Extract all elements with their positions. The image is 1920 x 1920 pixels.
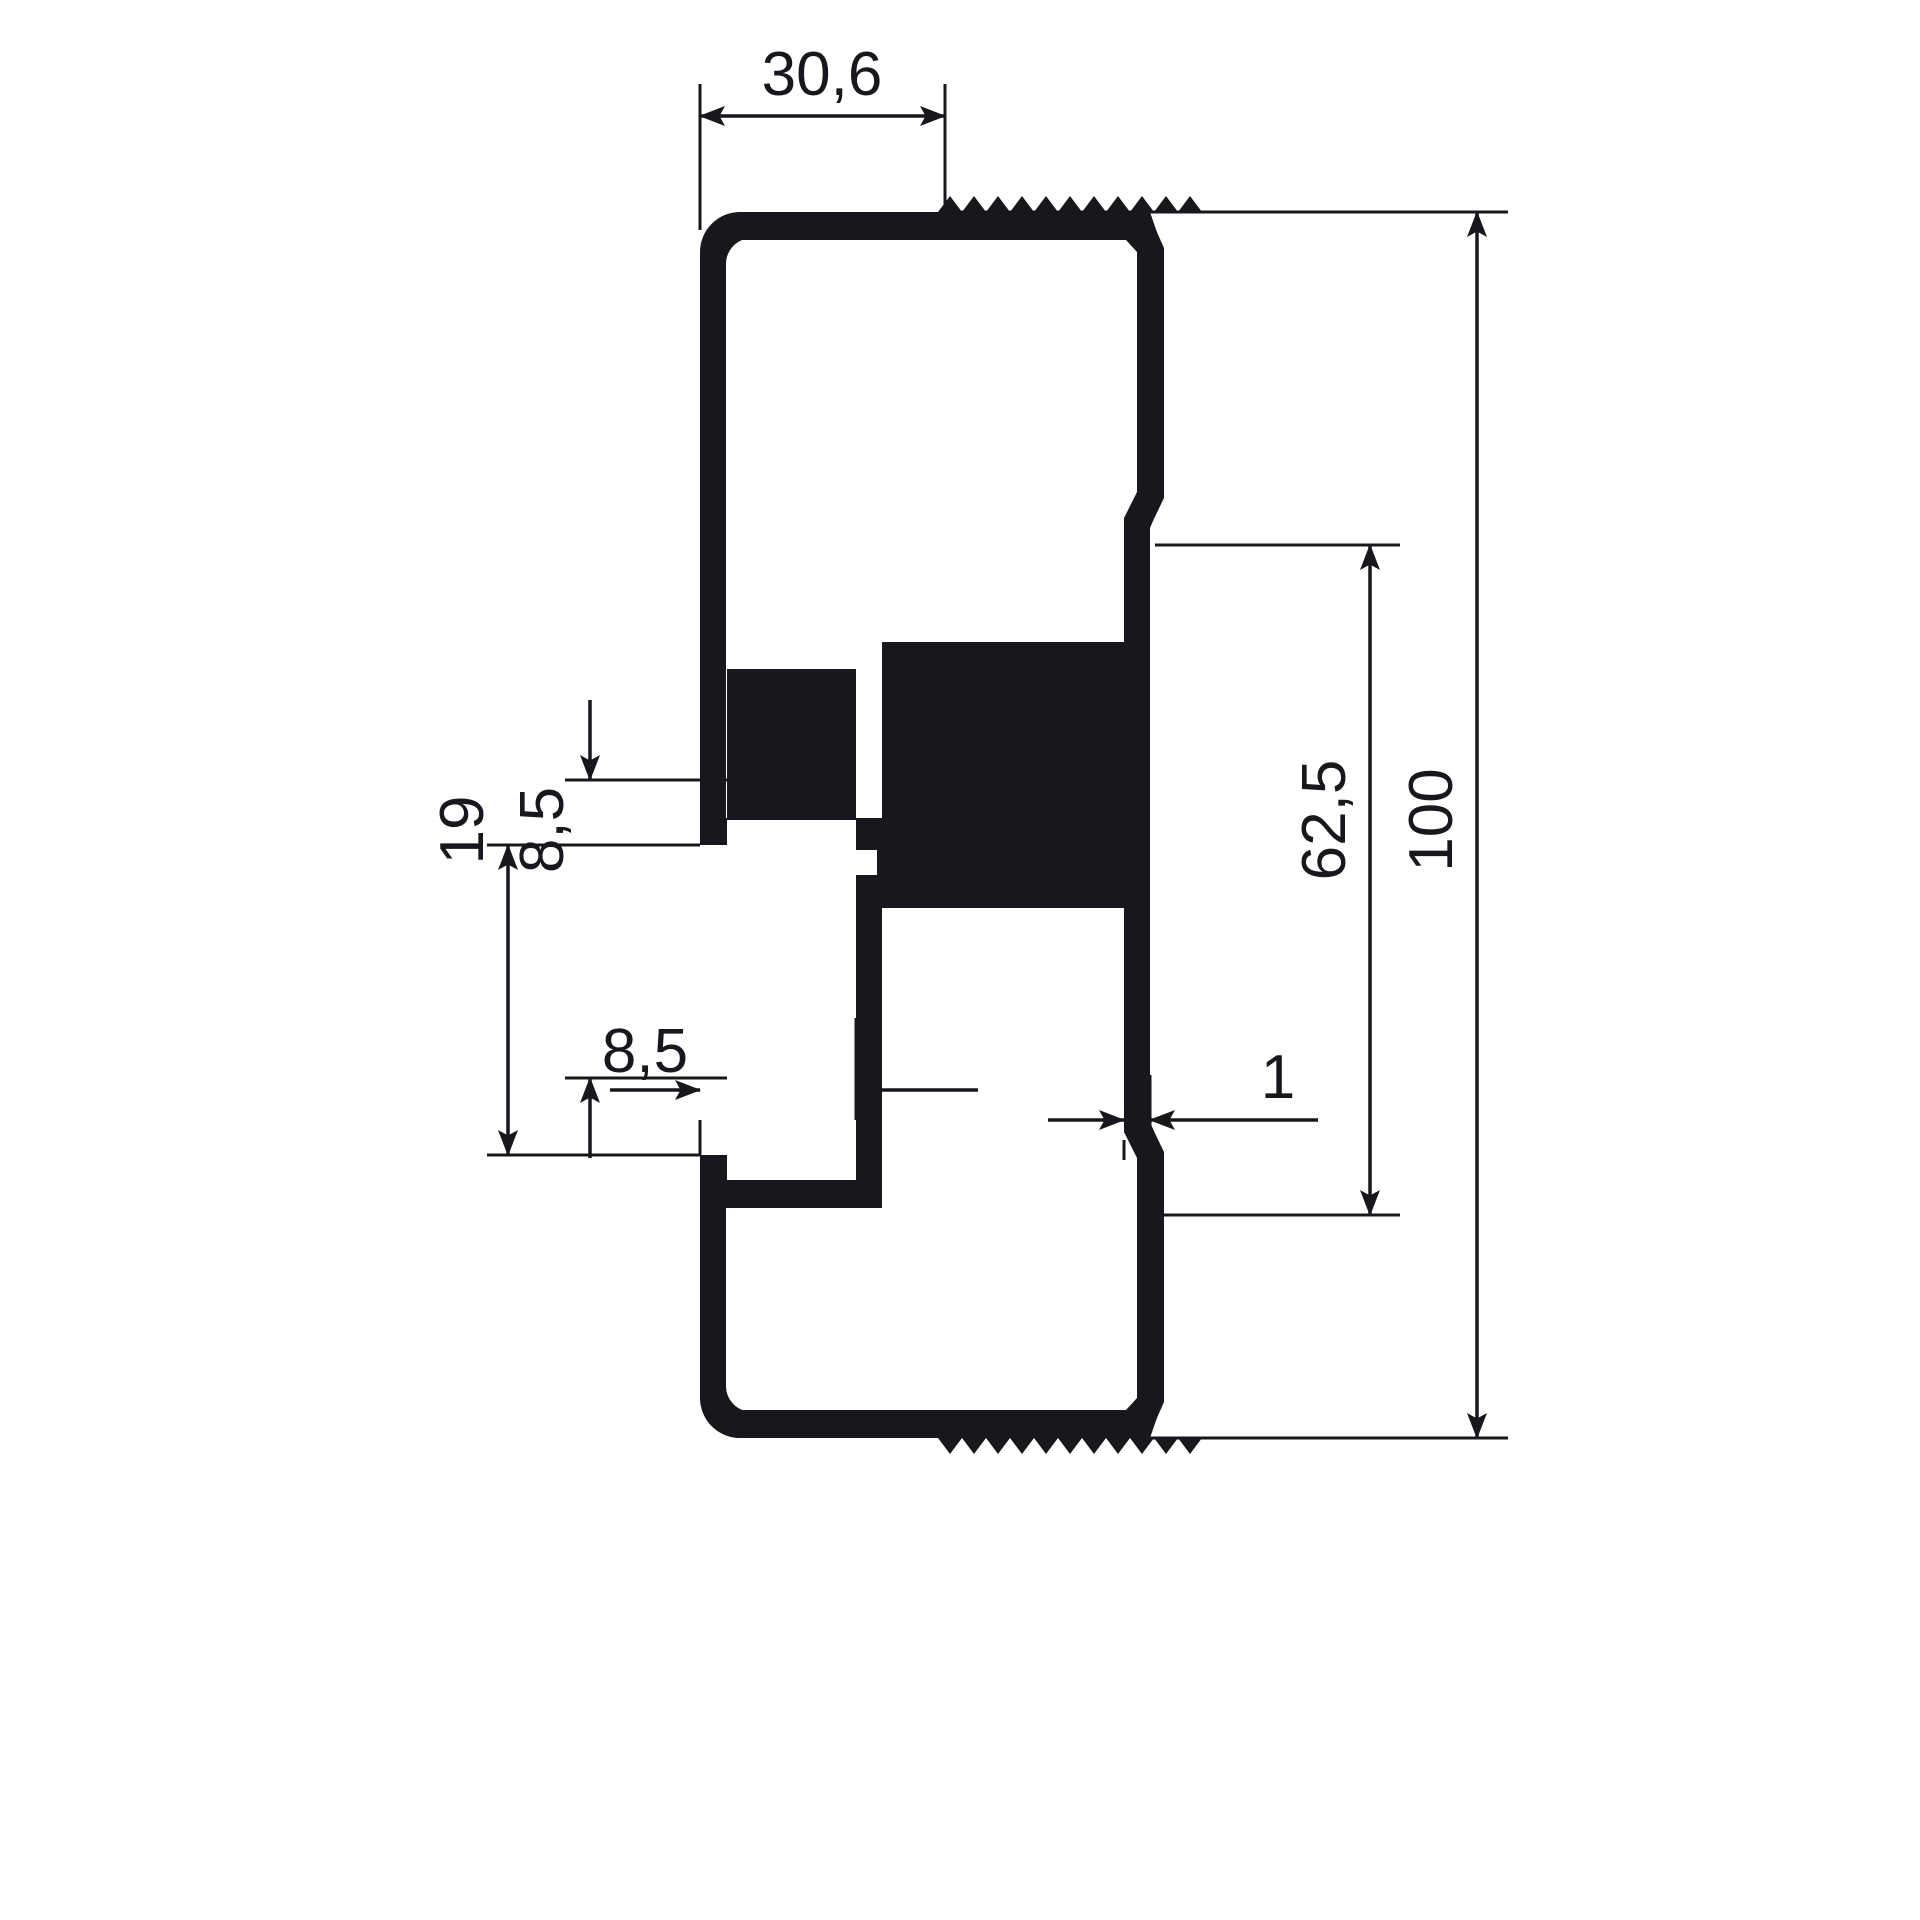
profile-main-section bbox=[700, 212, 1164, 1438]
dimension-label-wall-thin: 1 bbox=[1261, 1043, 1295, 1112]
dimension-label-notch-inner: 8,5 bbox=[508, 787, 577, 873]
serrated-edge-top-icon bbox=[938, 196, 1202, 212]
dimension-notch-8-5 bbox=[565, 700, 727, 1158]
dimension-label-inner-height: 62,5 bbox=[1290, 760, 1359, 881]
dimension-notch-19 bbox=[487, 843, 700, 1157]
dimension-label-notch-outer: 19 bbox=[428, 796, 497, 865]
dimension-height-62-5 bbox=[1155, 543, 1400, 1217]
dimension-width-30-6 bbox=[698, 84, 947, 230]
profile-solid-shape bbox=[700, 212, 1164, 1438]
dimension-label-notch-depth: 8,5 bbox=[602, 1017, 688, 1086]
serrated-edge-bottom-icon bbox=[938, 1438, 1202, 1454]
dimension-notch-depth-8-5 bbox=[610, 1018, 978, 1155]
dimension-wall-1 bbox=[1048, 1075, 1318, 1160]
dimension-label-height: 100 bbox=[1397, 768, 1466, 871]
dimension-height-100 bbox=[945, 210, 1508, 1440]
profile-body bbox=[700, 196, 1202, 1454]
dimension-label-width: 30,6 bbox=[762, 40, 883, 109]
